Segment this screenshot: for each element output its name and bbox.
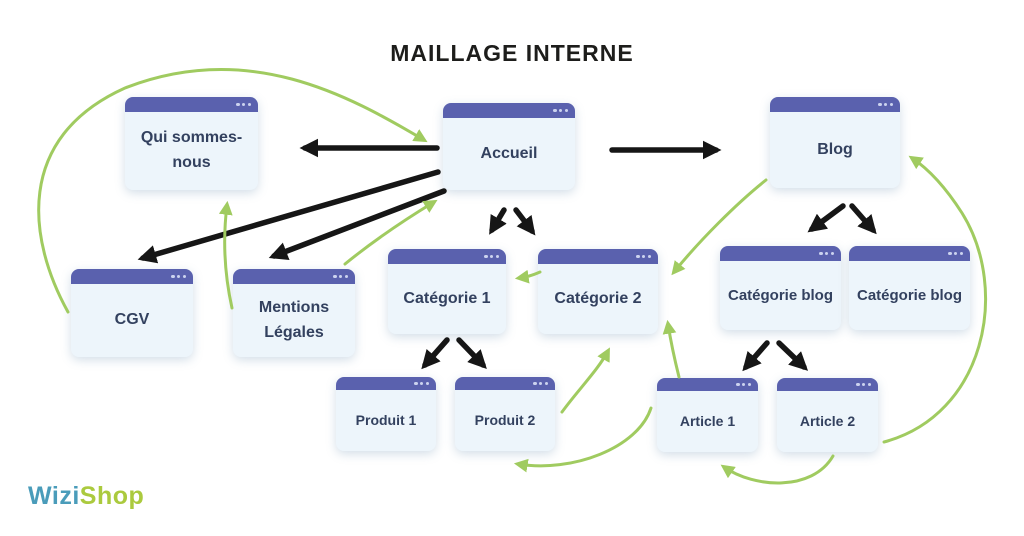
green-arrow-produit-2-to-categorie-2 — [560, 347, 610, 414]
black-arrow-categorie-blog-1-to-article-1 — [742, 340, 770, 372]
window-titlebar — [71, 269, 193, 284]
window-titlebar — [538, 249, 658, 264]
page-title: MAILLAGE INTERNE — [390, 40, 634, 66]
black-arrow-accueil-to-categorie-2 — [513, 207, 536, 236]
node-categorie-blog-1: Catégorie blog — [720, 246, 841, 330]
node-categorie-2: Catégorie 2 — [538, 249, 658, 334]
node-label: Qui sommes-nous — [140, 129, 243, 171]
node-produit-2: Produit 2 — [455, 377, 555, 451]
window-dots-icon — [484, 254, 499, 259]
node-label: Article 1 — [679, 412, 736, 429]
window-titlebar — [849, 246, 970, 261]
black-arrow-blog-to-categorie-blog-2 — [849, 203, 877, 235]
node-label: Catégorie 1 — [403, 289, 491, 307]
window-titlebar — [336, 377, 436, 390]
node-qui-sommes-nous: Qui sommes-nous — [125, 97, 258, 190]
window-dots-icon — [819, 251, 834, 256]
window-dots-icon — [171, 274, 186, 279]
window-dots-icon — [856, 382, 871, 387]
node-label: CGV — [114, 311, 150, 329]
window-dots-icon — [414, 381, 429, 386]
black-arrow-accueil-to-categorie-1 — [489, 207, 507, 235]
black-arrow-blog-to-categorie-blog-1 — [807, 203, 846, 233]
node-label: Article 2 — [799, 412, 856, 429]
node-label: Produit 2 — [474, 411, 536, 428]
node-label: Produit 1 — [355, 411, 417, 428]
green-arrow-categorie-2-to-categorie-1 — [514, 269, 542, 284]
node-categorie-1: Catégorie 1 — [388, 249, 506, 334]
window-titlebar — [777, 378, 878, 391]
black-arrow-categorie-1-to-produit-1 — [421, 337, 450, 370]
window-dots-icon — [236, 102, 251, 107]
node-label: Accueil — [480, 144, 538, 162]
black-arrow-categorie-blog-1-to-article-2 — [776, 340, 809, 371]
logo-text-primary: Wizi — [28, 482, 80, 510]
window-dots-icon — [553, 108, 568, 113]
green-arrow-mentions-legales-to-qui-sommes-nous — [218, 200, 234, 310]
logo-text-secondary: Shop — [79, 482, 145, 510]
wizishop-logo: WiziShop — [28, 482, 144, 511]
node-accueil: Accueil — [443, 103, 575, 190]
window-titlebar — [770, 97, 900, 112]
node-blog: Blog — [770, 97, 900, 188]
window-dots-icon — [948, 251, 963, 256]
window-dots-icon — [533, 381, 548, 386]
green-arrow-article-1-to-categorie-2 — [662, 319, 681, 379]
window-dots-icon — [878, 102, 893, 107]
window-titlebar — [657, 378, 758, 391]
window-titlebar — [233, 269, 355, 284]
black-arrow-categorie-1-to-produit-2 — [456, 337, 487, 370]
window-dots-icon — [333, 274, 348, 279]
window-titlebar — [443, 103, 575, 118]
node-article-2: Article 2 — [777, 378, 878, 452]
window-dots-icon — [636, 254, 651, 259]
node-article-1: Article 1 — [657, 378, 758, 452]
node-label: Catégorie 2 — [554, 289, 642, 307]
node-label: Catégorie blog — [856, 286, 962, 304]
node-categorie-blog-2: Catégorie blog — [849, 246, 970, 330]
window-titlebar — [720, 246, 841, 261]
window-titlebar — [388, 249, 506, 264]
green-arrow-article-2-to-article-1 — [720, 454, 835, 485]
node-label: Catégorie blog — [727, 286, 833, 304]
window-titlebar — [125, 97, 258, 112]
window-titlebar — [455, 377, 555, 390]
node-label: Mentions Légales — [258, 298, 330, 341]
node-label: Blog — [817, 140, 853, 158]
node-produit-1: Produit 1 — [336, 377, 436, 451]
node-cgv: CGV — [71, 269, 193, 357]
node-mentions-legales: Mentions Légales — [233, 269, 355, 357]
black-arrow-accueil-to-mentions-legales — [268, 188, 447, 261]
window-dots-icon — [736, 382, 751, 387]
